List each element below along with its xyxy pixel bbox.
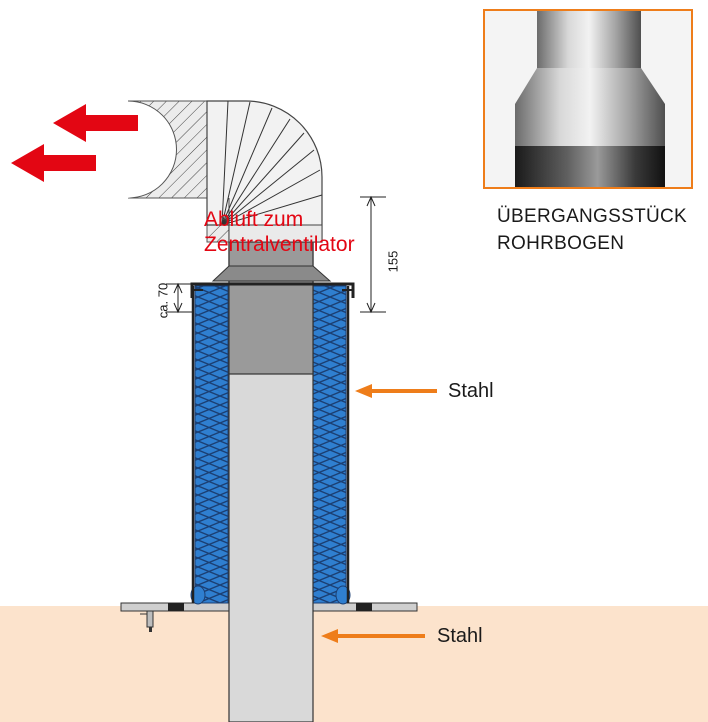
dimension-ca70: [166, 282, 192, 314]
exhaust-label-line1: Abluft zum: [204, 208, 304, 231]
red-arrow-upper: [53, 104, 138, 142]
inset-photo-transition-piece: [483, 9, 693, 189]
floor-slab: [0, 606, 708, 722]
inset-caption-line1: ÜBERGANGSSTÜCK: [497, 206, 688, 227]
steel-arrows: [321, 384, 437, 643]
connection-sleeve: [228, 241, 314, 375]
insulation-left: [194, 285, 229, 604]
steel-label-upper: Stahl: [448, 380, 494, 402]
insulation-right: [312, 285, 347, 604]
dimension-155-label: 155: [385, 250, 401, 273]
orange-arrow-lower: [321, 629, 425, 643]
orange-arrow-upper: [355, 384, 437, 398]
inset-caption-line2: ROHRBOGEN: [497, 233, 625, 254]
dimension-ca70-label: ca. 70: [155, 282, 171, 319]
steel-label-lower: Stahl: [437, 625, 483, 647]
screw: [140, 610, 154, 632]
dimension-155: [360, 195, 386, 314]
cone-cap: [211, 265, 332, 282]
exhaust-arrows: [11, 104, 138, 182]
red-arrow-lower: [11, 144, 96, 182]
exhaust-label-line2: Zentralventilator: [204, 233, 355, 256]
